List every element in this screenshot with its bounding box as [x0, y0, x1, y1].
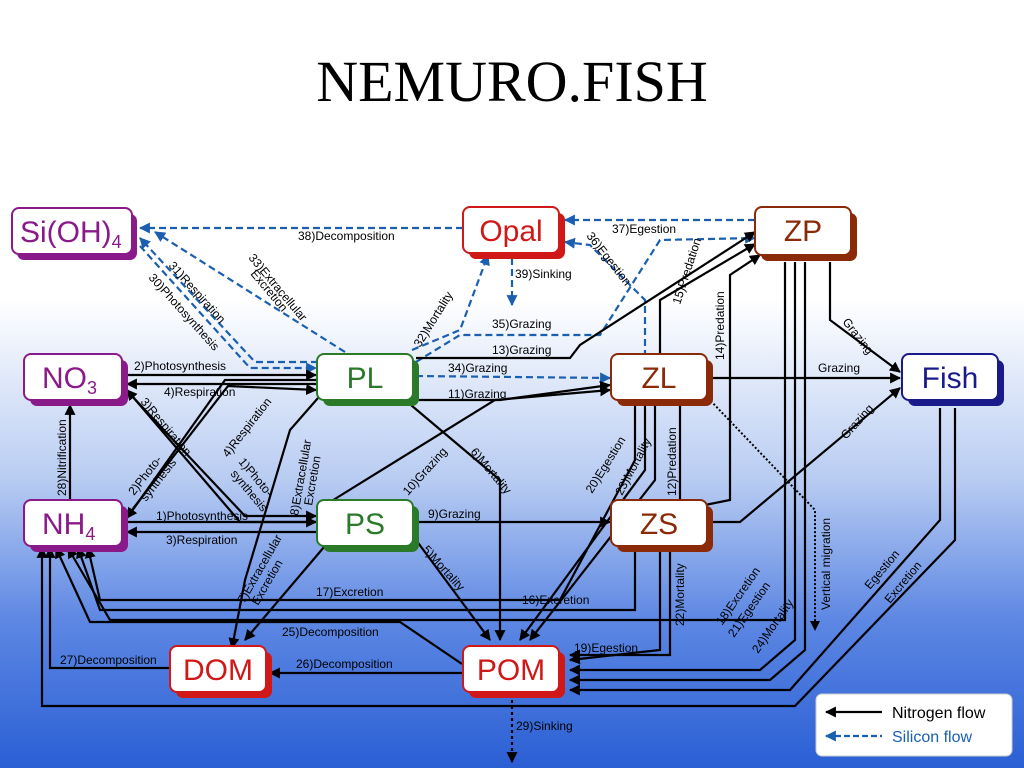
flow-27-decomposition — [44, 546, 170, 670]
node-zs: ZS — [610, 499, 713, 552]
label-36: 36)Egestion — [584, 229, 634, 288]
svg-text:Si(OH)4: Si(OH)4 — [20, 216, 122, 252]
svg-text:Opal: Opal — [479, 215, 542, 248]
flow-2-photosynthesis-ps — [129, 393, 318, 522]
node-zp: ZP — [754, 206, 857, 261]
label-28: 28)Nitrification — [55, 419, 69, 496]
label-39: 39)Sinking — [515, 267, 572, 281]
label-33a: 33)Extracellular — [246, 251, 310, 324]
page-title: NEMURO.FISH — [316, 49, 708, 114]
svg-text:POM: POM — [477, 654, 545, 687]
legend: Nitrogen flow Silicon flow — [815, 693, 1013, 757]
node-pom: POM — [462, 645, 565, 698]
label-19: 19)Egestion — [574, 641, 638, 655]
svg-text:ZP: ZP — [784, 215, 822, 248]
flow-16-excretion — [76, 546, 637, 612]
flow-17-excretion — [84, 400, 637, 602]
flow-6-mortality — [404, 399, 506, 642]
legend-nitrogen: Nitrogen flow — [892, 705, 986, 722]
node-sioh4: Si(OH)4 — [11, 207, 137, 260]
label-vertical-migration: Vertical migration — [819, 518, 833, 610]
label-38: 38)Decomposition — [298, 229, 395, 243]
svg-text:PL: PL — [347, 362, 384, 395]
label-grazing-zs: Grazing — [838, 401, 877, 442]
flow-34-grazing — [415, 372, 612, 384]
flow-excretion-fish — [36, 408, 957, 708]
label-9: 9)Grazing — [428, 507, 481, 521]
label-4: 4)Respiration — [164, 385, 235, 399]
label-27: 27)Decomposition — [60, 653, 157, 667]
label-grazing-zp: Grazing — [840, 315, 877, 357]
node-dom: DOM — [169, 645, 272, 698]
flow-25-decomposition — [55, 547, 463, 665]
flow-5-mortality — [415, 539, 491, 641]
label-25: 25)Decomposition — [282, 625, 379, 639]
flow-13-grazing — [416, 231, 756, 360]
label-grazing-zl: Grazing — [818, 361, 860, 375]
flow-20-egestion — [519, 400, 647, 641]
svg-text:NH4: NH4 — [42, 508, 95, 544]
flow-23-mortality — [529, 400, 657, 641]
flow-18-excretion — [67, 262, 787, 622]
flow-1-photosynthesis-pl — [131, 384, 318, 511]
svg-text:PS: PS — [345, 508, 385, 541]
label-22: 22)Mortality — [673, 563, 687, 626]
node-fish: Fish — [901, 353, 1004, 406]
label-10: 10)Grazing — [400, 445, 450, 498]
label-3: 3)Respiration — [138, 395, 195, 459]
label-5: 5)Mortality — [420, 543, 468, 594]
flow-8-extracellular-excretion — [228, 397, 319, 650]
label-15: 15)Predation — [670, 236, 705, 306]
label-6: 6)Mortality — [468, 445, 515, 497]
label-1: 1)Photosynthesis — [156, 509, 248, 523]
node-no3: NO3 — [23, 353, 128, 406]
label-34: 34)Grazing — [448, 361, 507, 375]
flow-19-egestion — [568, 548, 672, 661]
svg-text:Fish: Fish — [922, 362, 979, 395]
legend-silicon: Silicon flow — [892, 729, 972, 746]
label-17: 17)Excretion — [316, 585, 383, 599]
flow-22-mortality — [568, 548, 662, 665]
svg-text:NO3: NO3 — [42, 362, 97, 398]
svg-text:DOM: DOM — [183, 654, 253, 687]
svg-text:ZS: ZS — [640, 508, 678, 541]
flow-21-egestion — [568, 262, 797, 676]
node-pl: PL — [316, 353, 419, 406]
flow-15-predation — [658, 243, 756, 355]
flow-egestion-fish — [568, 408, 942, 696]
flow-grazing-zp-fish — [828, 262, 901, 373]
label-37: 37)Egestion — [612, 222, 676, 236]
flow-24-mortality — [568, 262, 807, 686]
label-35: 35)Grazing — [492, 317, 551, 331]
node-nh4: NH4 — [23, 499, 128, 552]
flow-35-grazing — [415, 232, 757, 363]
node-ps: PS — [316, 499, 419, 552]
flow-36-egestion — [563, 237, 647, 368]
flow-4-respiration-nh4 — [126, 378, 318, 519]
svg-text:ZL: ZL — [641, 362, 676, 395]
label-14: 14)Predation — [713, 291, 727, 360]
flow-10-grazing — [329, 385, 612, 503]
label-29: 29)Sinking — [516, 719, 573, 733]
label-26: 26)Decomposition — [296, 657, 393, 671]
label-3b: 3)Respiration — [166, 533, 237, 547]
flow-32-mortality — [411, 253, 490, 352]
node-opal: Opal — [462, 206, 565, 259]
label-13: 13)Grazing — [492, 343, 551, 357]
flow-7-extracellular-excretion — [244, 539, 331, 641]
label-16: 16)Excretion — [522, 593, 589, 607]
node-zl: ZL — [610, 353, 713, 406]
label-2: 2)Photosynthesis — [134, 359, 226, 373]
label-11: 11)Grazing — [448, 387, 506, 401]
flow-14-predation — [704, 254, 761, 507]
flow-grazing-zs-fish — [708, 387, 901, 524]
label-12: 12)Predation — [665, 427, 679, 496]
label-4b: 4)Respiration — [219, 395, 274, 460]
flow-33-extracellular-excretion — [154, 231, 346, 353]
